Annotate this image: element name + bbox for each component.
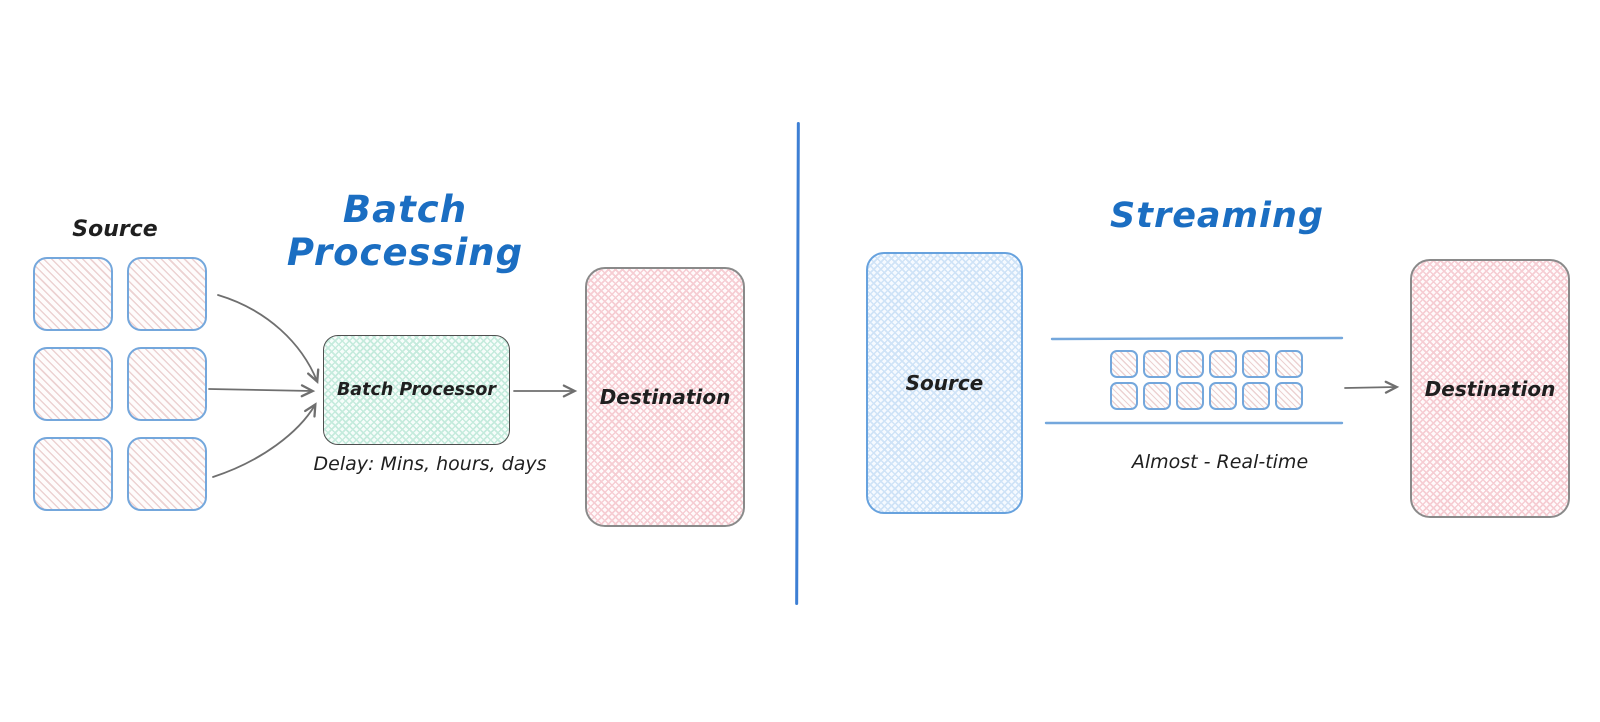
streaming-destination-label: Destination: [1424, 376, 1556, 401]
streaming-source-box: Source: [866, 252, 1023, 514]
streaming-message-box: [1275, 350, 1303, 378]
batch-source-box: [33, 347, 113, 421]
streaming-message-box: [1209, 382, 1237, 410]
batch-source-box: [33, 437, 113, 511]
streaming-message-box: [1242, 350, 1270, 378]
batch-processor-box: Batch Processor: [323, 335, 510, 445]
batch-panel-title: Batch Processing: [286, 188, 524, 274]
batch-destination-box: Destination: [585, 267, 745, 527]
streaming-panel-title: Streaming: [1110, 196, 1324, 236]
streaming-message-box: [1143, 350, 1171, 378]
batch-source-grid: [33, 257, 207, 511]
streaming-message-box: [1209, 350, 1237, 378]
streaming-destination-box: Destination: [1410, 259, 1570, 518]
streaming-message-box: [1110, 382, 1138, 410]
stream-pipe-top-line: [1050, 336, 1344, 341]
batch-source-box: [127, 347, 207, 421]
arrow-source-middle-to-processor: [208, 384, 316, 398]
streaming-message-box: [1176, 382, 1204, 410]
streaming-message-box: [1242, 382, 1270, 410]
streaming-message-box: [1143, 382, 1171, 410]
streaming-message-grid: [1110, 350, 1303, 410]
streaming-message-box: [1275, 382, 1303, 410]
batch-source-box: [33, 257, 113, 331]
arrow-stream-to-destination: [1344, 380, 1400, 394]
batch-source-box: [127, 257, 207, 331]
batch-processor-label: Batch Processor: [336, 380, 497, 400]
streaming-source-label: Source: [905, 371, 984, 395]
batch-source-box: [127, 437, 207, 511]
streaming-latency-label: Almost - Real-time: [1131, 451, 1309, 473]
batch-destination-label: Destination: [599, 385, 731, 409]
batch-source-label: Source: [72, 217, 158, 242]
panel-divider-line: [795, 121, 800, 606]
arrow-source-top-to-processor: [217, 294, 320, 385]
streaming-message-box: [1176, 350, 1204, 378]
streaming-message-box: [1110, 350, 1138, 378]
batch-delay-label: Delay: Mins, hours, days: [313, 453, 547, 475]
